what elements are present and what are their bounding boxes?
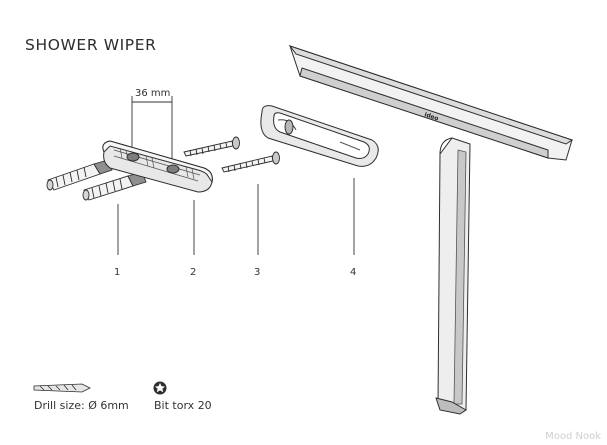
- part-number-1: 1: [114, 267, 121, 278]
- part-number-2: 2: [190, 267, 197, 278]
- wall-plug-top: [46, 159, 113, 191]
- screw-bottom: [221, 151, 280, 173]
- bit-torx-label: Bit torx 20: [154, 399, 212, 412]
- dimension-label: 36 mm: [135, 88, 171, 99]
- page-title: SHOWER WIPER: [25, 36, 157, 54]
- leader-lines: [117, 178, 355, 255]
- part-number-4: 4: [350, 267, 357, 278]
- wiper-holder: [260, 105, 379, 167]
- torx-bit-icon: [153, 381, 167, 395]
- part-number-3: 3: [254, 267, 261, 278]
- dimension-bracket: [131, 96, 173, 168]
- screw-top: [183, 136, 240, 157]
- watermark: Mood Nook: [545, 431, 601, 442]
- shower-wiper: [288, 45, 574, 415]
- drill-bit-icon: [33, 383, 91, 393]
- drill-size-label: Drill size: Ø 6mm: [34, 399, 129, 412]
- wall-plug-bottom: [82, 171, 147, 201]
- wall-bracket: [102, 140, 213, 193]
- wiper-brand-text: ideo: [423, 111, 439, 122]
